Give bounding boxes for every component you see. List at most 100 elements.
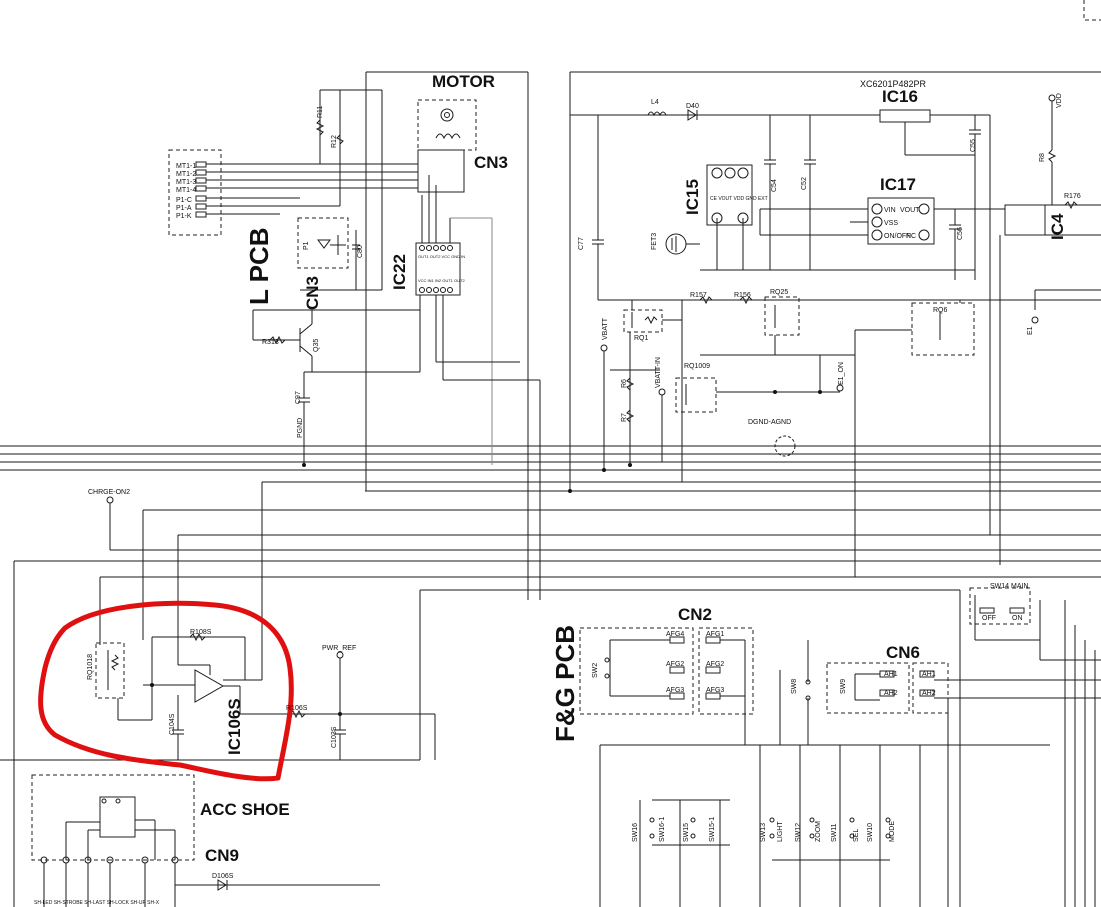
chrge-on2 bbox=[106, 496, 144, 640]
ah2b-label: AH2 bbox=[922, 690, 936, 697]
ic15-chip bbox=[700, 164, 975, 271]
resistors-r11-r12 bbox=[315, 89, 383, 290]
p1-k-label: P1-K bbox=[176, 213, 192, 220]
r6-label: R6 bbox=[621, 379, 628, 388]
q35-circuit bbox=[252, 290, 421, 467]
sw10-label: SW10 bbox=[867, 823, 874, 842]
rq1018-label: RQ1018 bbox=[87, 654, 94, 680]
ic22-chip bbox=[415, 175, 541, 600]
sw15-label: SW15 bbox=[683, 823, 690, 842]
mt1-4-label: MT1-4 bbox=[176, 187, 196, 194]
ic22-pins-top: OUT1 OUT2 VCC GND IN bbox=[418, 254, 465, 259]
d40-label: D40 bbox=[686, 103, 699, 110]
ic106s-label: IC106S bbox=[225, 698, 244, 755]
ic4-label: IC4 bbox=[1048, 213, 1067, 240]
chrge-on2-label: CHRGE-ON2 bbox=[88, 489, 130, 496]
pgnd-label: PGND bbox=[297, 418, 304, 438]
sw15-1-label: SW15-1 bbox=[709, 817, 716, 842]
ic22-pins-bottom: VCC IN1 IN2 OUT1 OUT2 bbox=[418, 278, 465, 283]
sw14-main-label: SW14 MAIN bbox=[990, 583, 1029, 590]
c80-label: C80 bbox=[357, 245, 364, 258]
afg4-label: AFG4 bbox=[666, 631, 684, 638]
ic17-chip bbox=[759, 197, 1000, 280]
rq6-label: RQ6 bbox=[933, 307, 948, 314]
right-side-wires bbox=[947, 590, 1096, 907]
acc-shoe-label: ACC SHOE bbox=[200, 800, 290, 819]
p1-label: P1 bbox=[303, 241, 310, 250]
ah1b-label: AH1 bbox=[922, 671, 936, 678]
bus-lines bbox=[0, 445, 1101, 591]
zoom-label: ZOOM bbox=[815, 821, 822, 842]
power-section-frame bbox=[568, 71, 1101, 493]
afg3b-label: AFG3 bbox=[706, 687, 724, 694]
sw16-label: SW16 bbox=[632, 823, 639, 842]
mt1-connector bbox=[168, 149, 418, 236]
sw8-label: SW8 bbox=[791, 679, 798, 694]
c103s-label: C103S bbox=[331, 726, 338, 748]
ic17-onoff-label: ON/OFF bbox=[884, 233, 910, 240]
l-pcb-label: L PCB bbox=[244, 227, 274, 305]
afg3-label: AFG3 bbox=[666, 687, 684, 694]
cn9-label: CN9 bbox=[205, 846, 239, 865]
q35-label: Q35 bbox=[313, 339, 320, 352]
ic16-part-label: XC6201P482PR bbox=[860, 79, 927, 89]
pwr-ref-label: PWR_REF bbox=[322, 645, 356, 652]
cn2-label: CN2 bbox=[678, 605, 712, 624]
rq25-label: RQ25 bbox=[770, 289, 788, 296]
afg2b-label: AFG2 bbox=[706, 661, 724, 668]
sw16-1-label: SW16-1 bbox=[659, 817, 666, 842]
mode-label: MODE bbox=[889, 821, 896, 842]
sw13-label: SW13 bbox=[760, 823, 767, 842]
r7-label: R7 bbox=[621, 413, 628, 422]
capacitors-c54-c52 bbox=[764, 115, 816, 270]
cn3-motor-label: CN3 bbox=[474, 153, 508, 172]
vbatt-in-label: VBATT-IN bbox=[655, 357, 662, 388]
ic17-vin-label: VIN bbox=[884, 207, 896, 214]
d106s-label: D106S bbox=[212, 873, 234, 880]
mt1-3-label: MT1-3 bbox=[176, 179, 196, 186]
c77-label: C77 bbox=[578, 237, 585, 250]
e1-on-label: E1_ON bbox=[838, 362, 845, 385]
r106s-label: R106S bbox=[286, 705, 308, 712]
cn2-block bbox=[579, 627, 754, 745]
sw14-off-label: OFF bbox=[982, 615, 996, 622]
ic106s-circuit bbox=[0, 482, 436, 907]
ic22-label: IC22 bbox=[390, 254, 409, 290]
l4-label: L4 bbox=[651, 99, 659, 106]
red-highlight-circle bbox=[38, 600, 294, 782]
motor-label: MOTOR bbox=[432, 72, 495, 91]
r11-label: R11 bbox=[317, 106, 324, 118]
dgnd-agnd-label: DGND-AGND bbox=[748, 419, 791, 426]
afg2-label: AFG2 bbox=[666, 661, 684, 668]
r108s-label: R108S bbox=[190, 629, 212, 636]
rq1-label: RQ1 bbox=[634, 335, 649, 342]
mt1-2-label: MT1-2 bbox=[176, 171, 196, 178]
r157-label: R157 bbox=[690, 292, 707, 299]
l4-d40 bbox=[592, 109, 698, 300]
p1-photo-interrupter bbox=[297, 217, 382, 291]
sel-label: SEL bbox=[853, 829, 860, 842]
c55-label: C55 bbox=[970, 139, 977, 152]
vdd-label: VDD bbox=[1056, 93, 1063, 108]
p1-a-label: P1-A bbox=[176, 205, 192, 212]
c55-vdd-ic4 bbox=[969, 94, 1101, 565]
ic16-label: IC16 bbox=[882, 87, 918, 106]
r12-label: R12 bbox=[331, 135, 338, 148]
fg-pcb-label: F&G PCB bbox=[550, 625, 580, 742]
acc-shoe-block bbox=[31, 774, 380, 907]
sw11-label: SW11 bbox=[831, 823, 838, 842]
light-label: LIGHT bbox=[777, 821, 784, 842]
vbatt-label: VBATT bbox=[602, 317, 609, 340]
ah2-label: AH2 bbox=[884, 690, 898, 697]
cn6-label: CN6 bbox=[886, 643, 920, 662]
motor-section bbox=[365, 71, 529, 600]
sw2-label: SW2 bbox=[592, 663, 599, 678]
ic17-nc-label: NC bbox=[906, 233, 916, 240]
r313-label: R313 bbox=[262, 339, 279, 346]
c56-label: C56 bbox=[957, 227, 964, 240]
mt1-1-label: MT1-1 bbox=[176, 163, 196, 170]
ic17-label: IC17 bbox=[880, 175, 916, 194]
cn6-block bbox=[826, 662, 1101, 714]
cn9-pins: SH-LED SH-STROBE SH-LAST SH-LOCK SH-UP S… bbox=[34, 900, 160, 906]
rq-transistors bbox=[598, 289, 1101, 577]
